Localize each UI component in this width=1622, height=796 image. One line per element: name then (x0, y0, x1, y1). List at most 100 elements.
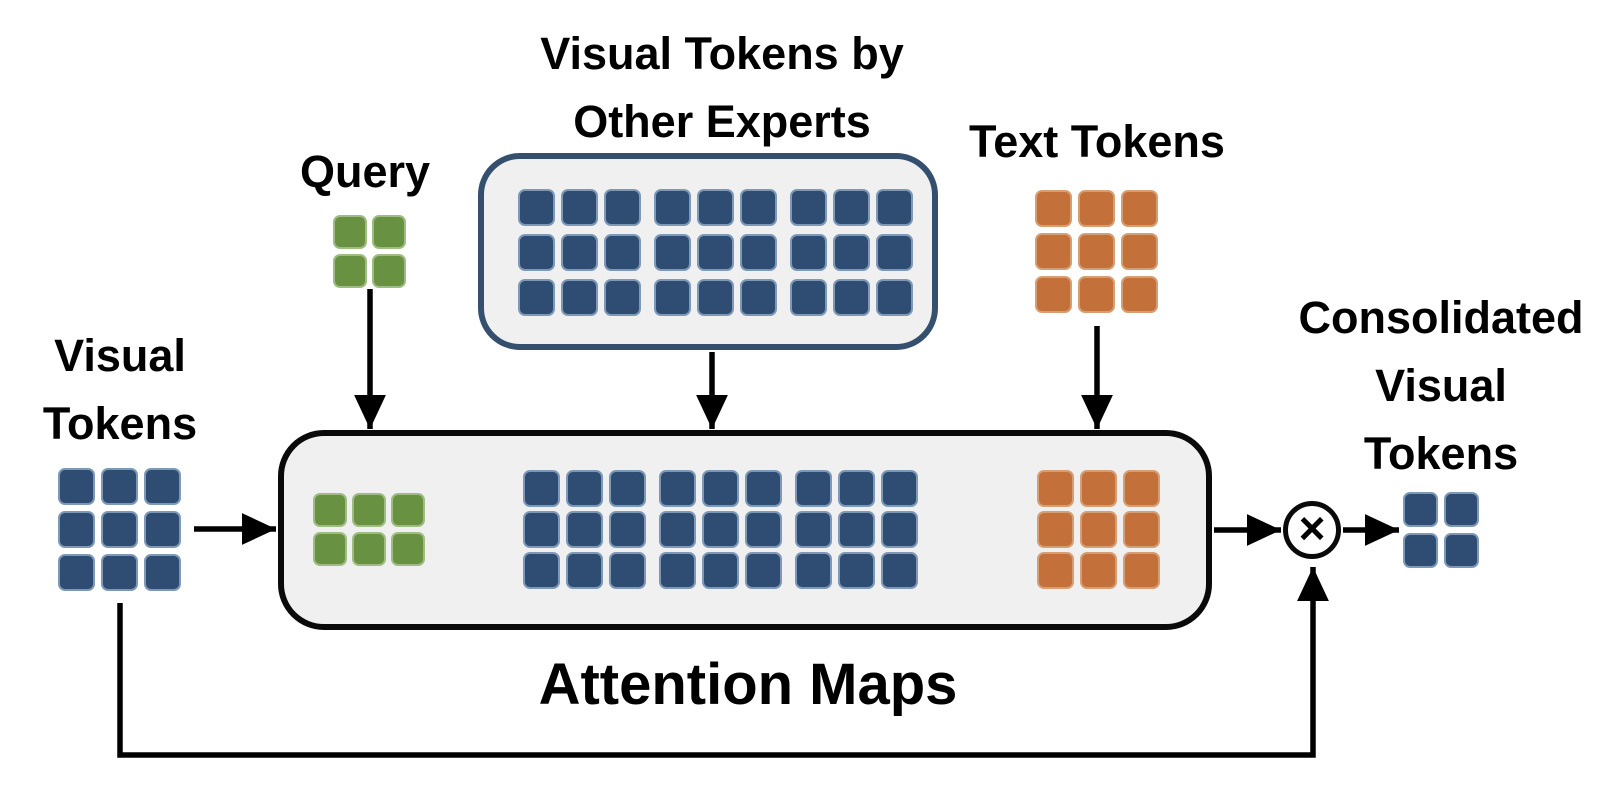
token-square (333, 254, 367, 288)
token-square (561, 279, 598, 316)
token-square (1123, 511, 1160, 548)
token-square (740, 279, 777, 316)
token-square (523, 511, 560, 548)
query-token-grid (333, 215, 406, 288)
token-square (518, 234, 555, 271)
token-square (101, 511, 138, 548)
token-square (144, 468, 181, 505)
token-square (372, 254, 406, 288)
token-square (654, 234, 691, 271)
token-square (391, 493, 425, 527)
token-square (609, 511, 646, 548)
token-group (523, 470, 646, 589)
token-square (604, 234, 641, 271)
token-group (518, 189, 641, 316)
token-square (1403, 492, 1438, 527)
experts-title: Visual Tokens by Other Experts (540, 28, 904, 147)
token-square (702, 511, 739, 548)
token-square (58, 554, 95, 591)
token-square (790, 189, 827, 226)
visual-tokens-label: Visual Tokens (42, 330, 198, 449)
text-token-grid (1035, 190, 1158, 313)
token-group (58, 468, 181, 591)
token-square (101, 554, 138, 591)
token-group (659, 470, 782, 589)
token-square (518, 189, 555, 226)
token-square (561, 189, 598, 226)
token-group (1403, 492, 1479, 568)
token-square (1121, 276, 1158, 313)
token-group (333, 215, 406, 288)
token-square (313, 493, 347, 527)
token-square (795, 511, 832, 548)
token-square (876, 234, 913, 271)
token-square (609, 552, 646, 589)
token-square (58, 468, 95, 505)
token-square (702, 470, 739, 507)
token-square (1123, 552, 1160, 589)
token-square (740, 189, 777, 226)
token-square (654, 189, 691, 226)
token-square (702, 552, 739, 589)
token-square (740, 234, 777, 271)
token-square (518, 279, 555, 316)
token-square (697, 279, 734, 316)
token-square (101, 468, 138, 505)
consolidated-token-grid (1403, 492, 1479, 568)
visual-token-grid (58, 468, 181, 591)
token-square (1078, 233, 1115, 270)
token-square (790, 234, 827, 271)
token-square (1444, 492, 1479, 527)
token-square (609, 470, 646, 507)
token-square (352, 532, 386, 566)
token-square (58, 511, 95, 548)
token-square (1037, 511, 1074, 548)
token-square (876, 189, 913, 226)
token-square (566, 470, 603, 507)
token-square (333, 215, 367, 249)
token-group (790, 189, 913, 316)
token-square (144, 511, 181, 548)
token-group (654, 189, 777, 316)
token-square (838, 552, 875, 589)
token-square (372, 215, 406, 249)
token-group (1037, 470, 1160, 589)
text-tokens-label: Text Tokens (969, 116, 1225, 167)
token-square (838, 511, 875, 548)
token-square (1121, 233, 1158, 270)
attention-visual-grid (523, 470, 918, 589)
token-square (790, 279, 827, 316)
token-square (1080, 552, 1117, 589)
attention-text-grid (1037, 470, 1160, 589)
token-square (523, 552, 560, 589)
token-square (659, 552, 696, 589)
token-square (1080, 470, 1117, 507)
token-square (838, 470, 875, 507)
token-square (1035, 276, 1072, 313)
token-square (795, 470, 832, 507)
token-square (697, 189, 734, 226)
token-square (795, 552, 832, 589)
token-square (876, 279, 913, 316)
token-square (697, 234, 734, 271)
attention-query-grid (313, 493, 425, 566)
token-square (1123, 470, 1160, 507)
token-square (659, 470, 696, 507)
token-square (1080, 511, 1117, 548)
token-square (1037, 552, 1074, 589)
token-square (659, 511, 696, 548)
token-square (745, 470, 782, 507)
experts-token-grid (518, 189, 913, 316)
token-square (523, 470, 560, 507)
token-group (1035, 190, 1158, 313)
token-square (1403, 533, 1438, 568)
token-square (566, 552, 603, 589)
token-square (881, 511, 918, 548)
token-square (1035, 190, 1072, 227)
token-square (1078, 190, 1115, 227)
token-square (1035, 233, 1072, 270)
token-square (604, 189, 641, 226)
token-square (566, 511, 603, 548)
token-square (745, 511, 782, 548)
